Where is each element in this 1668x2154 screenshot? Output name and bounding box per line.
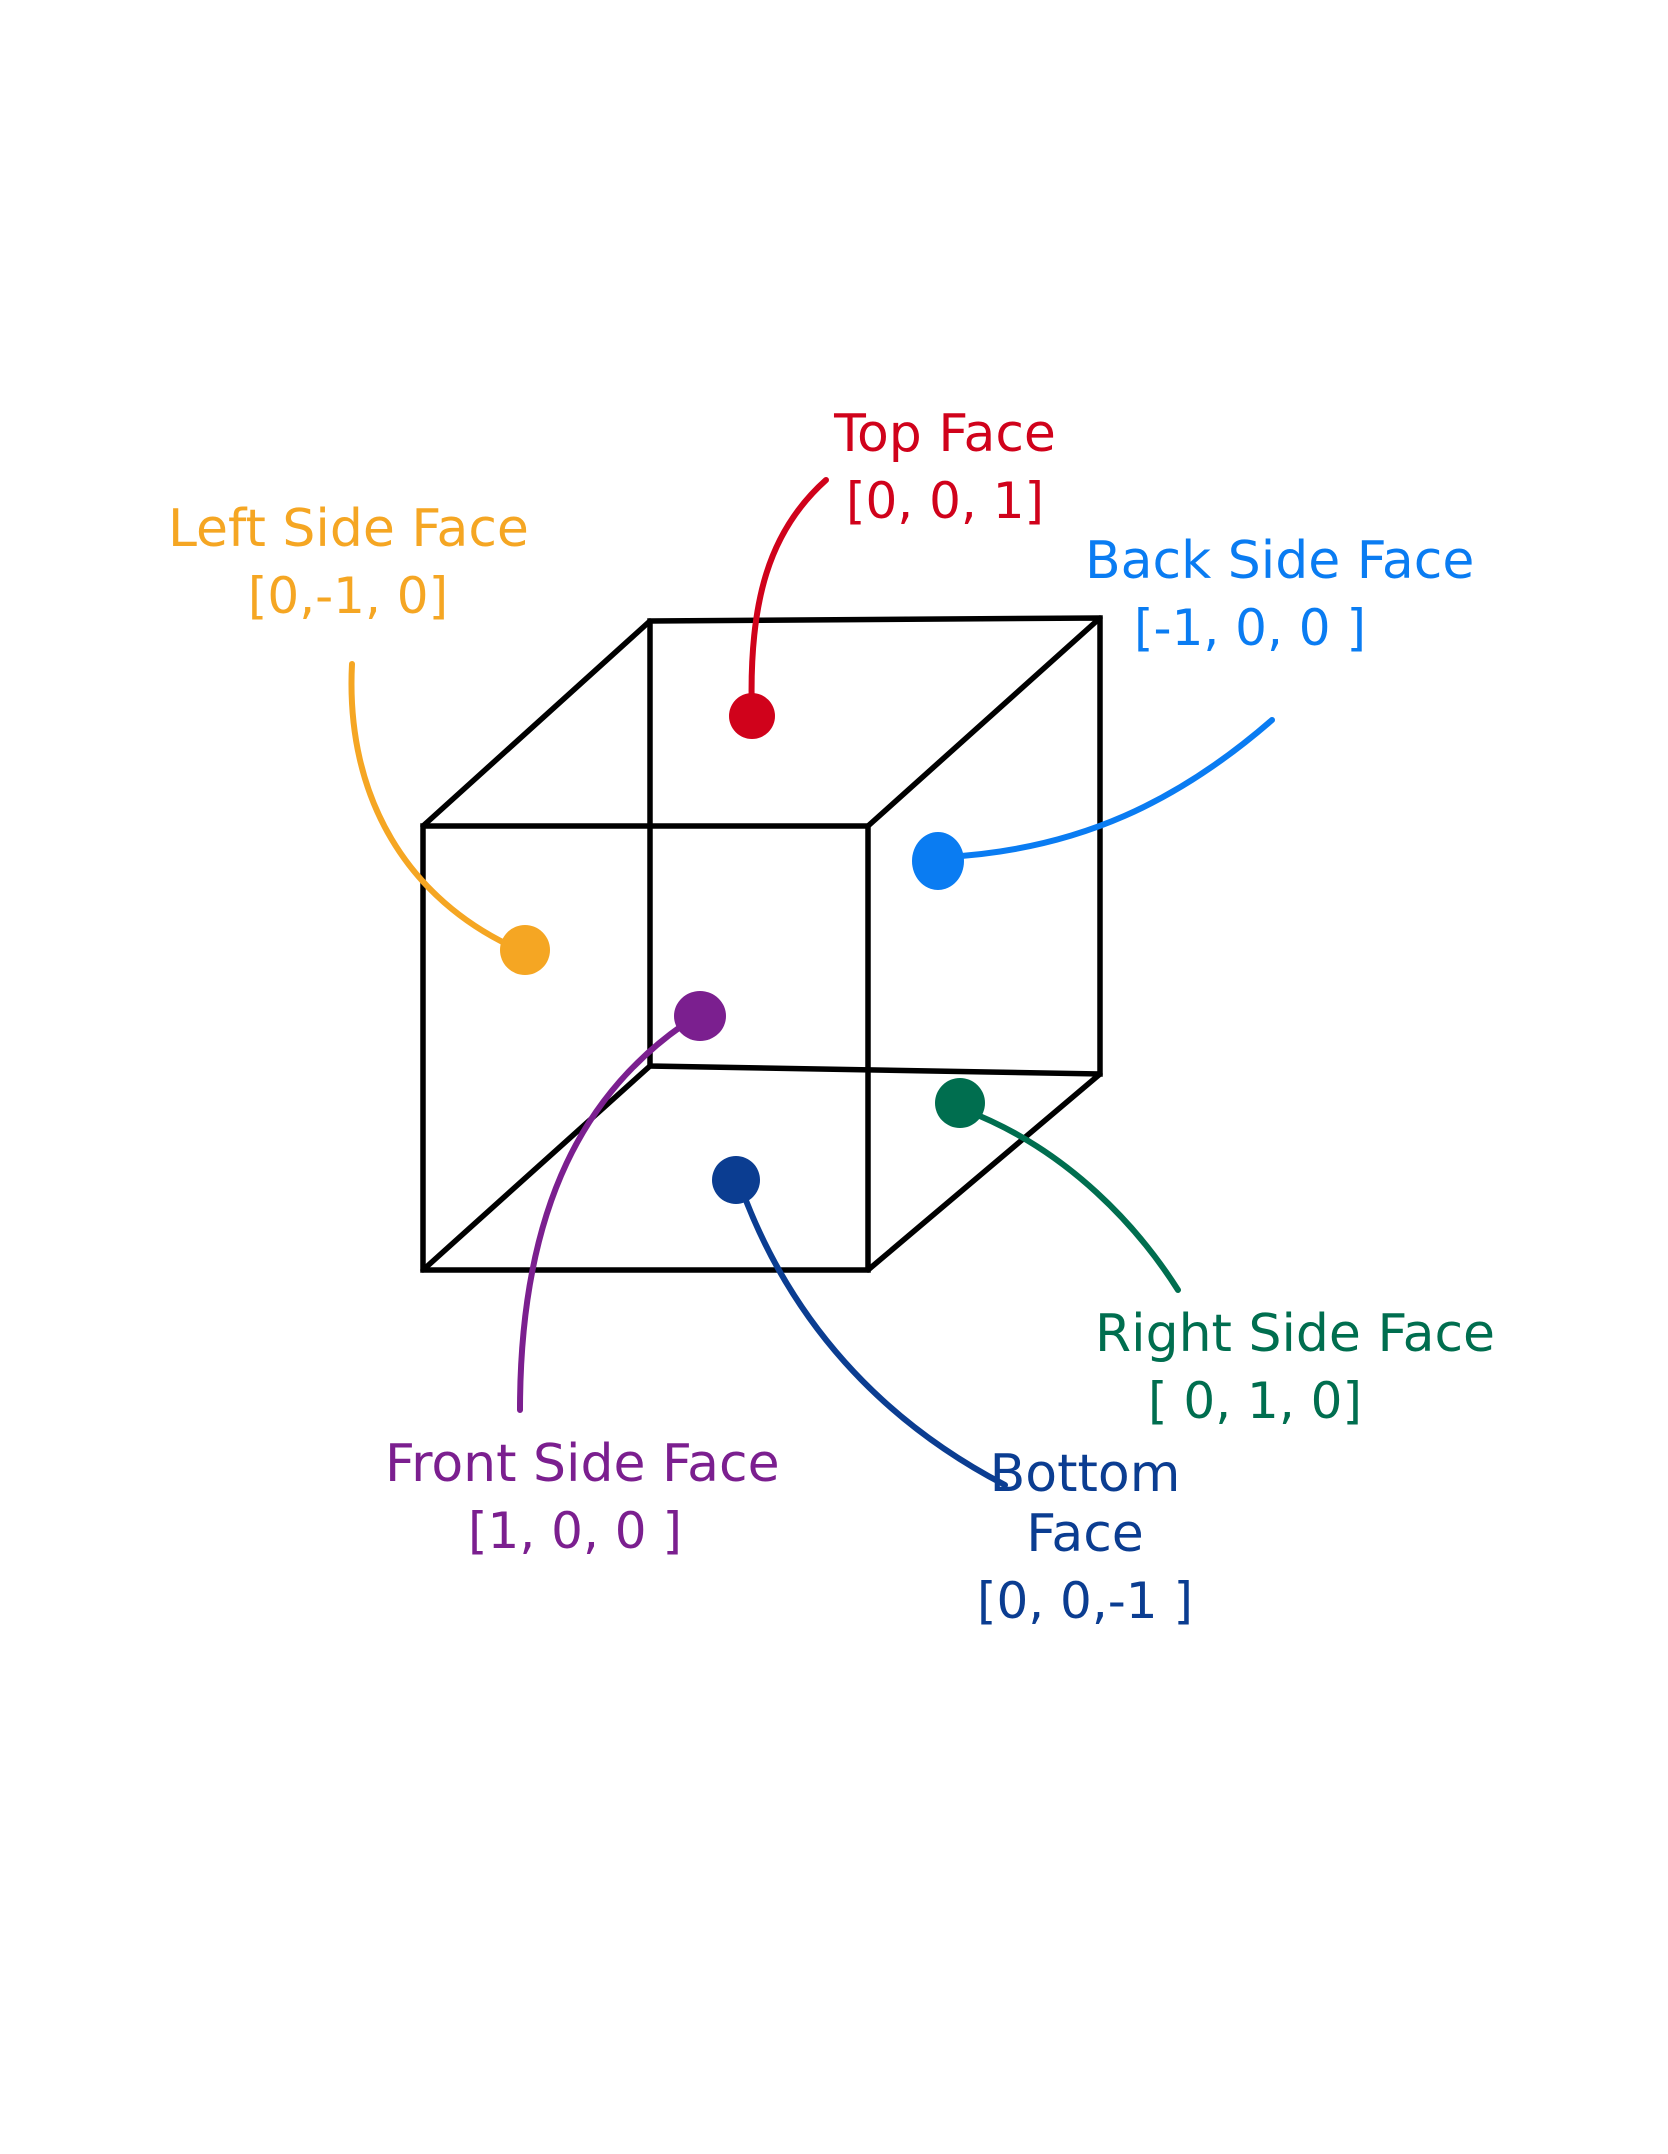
face-markers <box>348 477 1275 1488</box>
front-face-vector: [1, 0, 0 ] <box>468 1501 682 1560</box>
back-face-name: Back Side Face <box>1085 531 1475 591</box>
bottom-face-label: Bottom Face [0, 0,-1 ] <box>975 1444 1195 1630</box>
left-face-label: Left Side Face [0,-1, 0] <box>168 499 529 625</box>
cube-edge-top-left <box>420 618 653 829</box>
back-face-leader <box>942 717 1275 860</box>
right-face-dot <box>935 1078 985 1128</box>
right-face-vector: [ 0, 1, 0] <box>1148 1371 1362 1430</box>
bottom-face-vector: [0, 0,-1 ] <box>976 1571 1194 1630</box>
front-face-dot <box>674 991 726 1041</box>
back-face-label: Back Side Face [-1, 0, 0 ] <box>1085 531 1475 657</box>
right-face-name: Right Side Face <box>1095 1304 1496 1364</box>
top-face-name: Top Face <box>834 404 1056 464</box>
left-face-vector: [0,-1, 0] <box>247 566 449 625</box>
right-face-label: Right Side Face [ 0, 1, 0] <box>1095 1304 1496 1430</box>
bottom-face-name: Bottom Face <box>989 1444 1181 1564</box>
left-face-dot <box>500 925 550 975</box>
cube-edge-top-right <box>865 615 1103 829</box>
front-face-leader <box>517 1022 686 1413</box>
bottom-face-leader <box>739 1187 1008 1488</box>
front-face-label: Front Side Face [1, 0, 0 ] <box>385 1434 780 1560</box>
left-face-leader <box>348 661 518 951</box>
back-face-dot <box>912 832 964 890</box>
back-face-vector: [-1, 0, 0 ] <box>1134 598 1366 657</box>
cube-wireframe <box>420 615 1103 1273</box>
top-face-dot <box>729 693 775 739</box>
front-face-name: Front Side Face <box>385 1434 780 1494</box>
top-face-label: Top Face [0, 0, 1] <box>820 404 1070 530</box>
cube-front-square <box>420 823 871 1273</box>
cube-edge-bottom-right <box>865 1071 1103 1273</box>
bottom-face-dot <box>712 1156 760 1204</box>
top-face-vector: [0, 0, 1] <box>845 471 1045 530</box>
top-face-leader <box>748 477 829 718</box>
right-face-leader <box>962 1107 1181 1293</box>
left-face-name: Left Side Face <box>168 499 529 559</box>
cube-edge-bottom-left <box>420 1063 653 1273</box>
